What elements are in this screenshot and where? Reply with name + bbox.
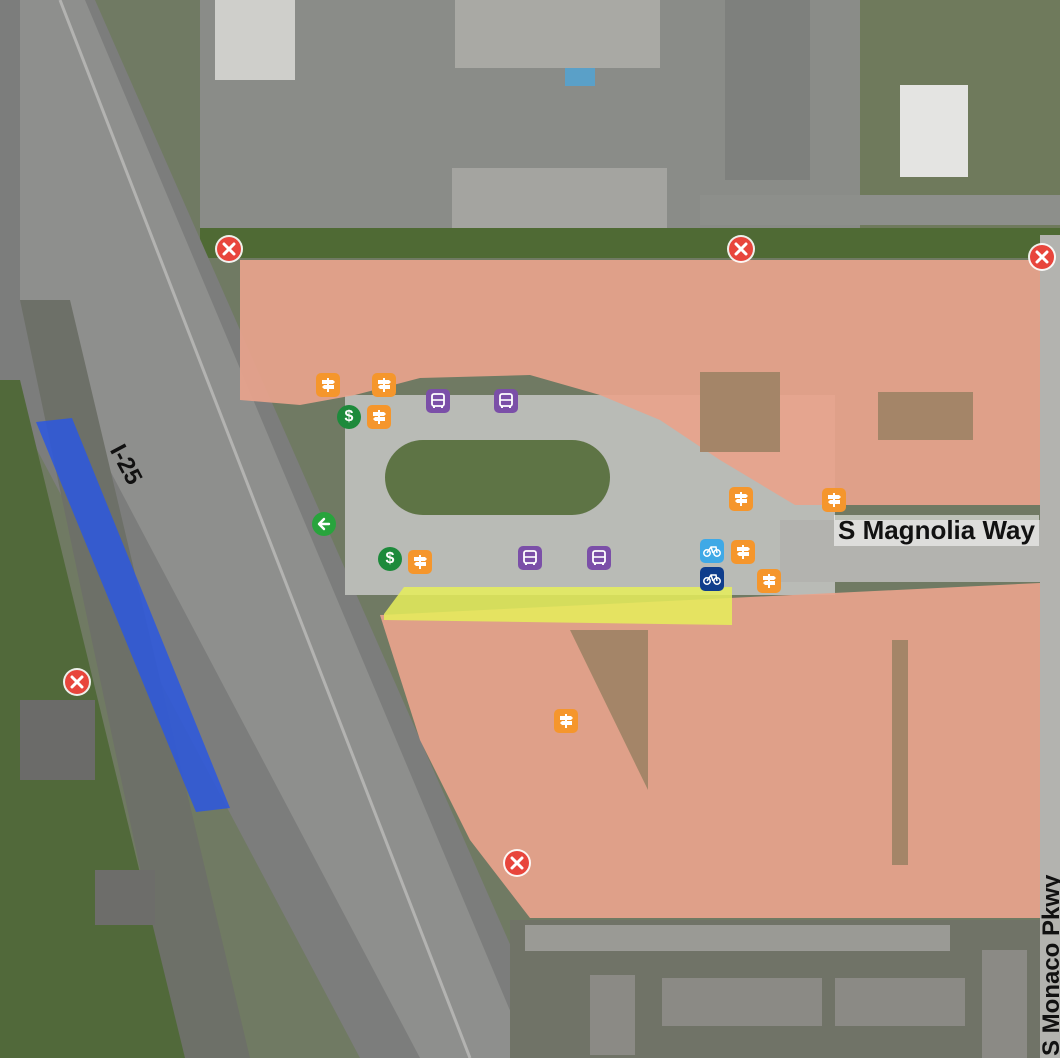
fare-machine-marker[interactable]: $	[378, 547, 402, 571]
x-icon	[1035, 250, 1049, 264]
bus-stop-marker[interactable]	[587, 546, 611, 570]
bus-stop-marker[interactable]	[494, 389, 518, 413]
wayfinding-sign-marker[interactable]	[822, 488, 846, 512]
signpost-icon	[737, 545, 750, 559]
dollar-icon: $	[385, 550, 395, 567]
signpost-icon	[414, 555, 427, 569]
arrow-left-icon	[317, 517, 331, 531]
bus-icon	[523, 550, 537, 565]
signpost-icon	[322, 378, 335, 392]
fare-machine-marker[interactable]: $	[337, 405, 361, 429]
bus-icon	[592, 550, 606, 565]
x-icon	[222, 242, 236, 256]
bus-stop-marker[interactable]	[518, 546, 542, 570]
signpost-icon	[735, 492, 748, 506]
closed-marker[interactable]	[729, 237, 753, 261]
closed-marker[interactable]	[65, 670, 89, 694]
closed-marker[interactable]	[217, 237, 241, 261]
bus-icon	[431, 393, 445, 408]
wayfinding-sign-marker[interactable]	[367, 405, 391, 429]
wayfinding-sign-marker[interactable]	[757, 569, 781, 593]
entry-arrow-marker[interactable]	[312, 512, 336, 536]
wayfinding-sign-marker[interactable]	[316, 373, 340, 397]
closed-marker[interactable]	[505, 851, 529, 875]
signpost-icon	[560, 714, 573, 728]
bus-icon	[499, 393, 513, 408]
x-icon	[734, 242, 748, 256]
bike-rack-marker[interactable]	[700, 539, 724, 563]
signpost-icon	[373, 410, 386, 424]
closed-marker[interactable]	[1030, 245, 1054, 269]
wayfinding-sign-marker[interactable]	[408, 550, 432, 574]
signpost-icon	[763, 574, 776, 588]
bicycle-icon	[703, 546, 721, 557]
wayfinding-sign-marker[interactable]	[731, 540, 755, 564]
x-icon	[510, 856, 524, 870]
street-label-monaco: S Monaco Pkwy	[1038, 874, 1060, 1056]
bicycle-icon	[703, 574, 721, 585]
bus-stop-marker[interactable]	[426, 389, 450, 413]
signpost-icon	[828, 493, 841, 507]
wayfinding-sign-marker[interactable]	[554, 709, 578, 733]
street-label-magnolia: S Magnolia Way	[834, 515, 1039, 546]
wayfinding-sign-marker[interactable]	[729, 487, 753, 511]
signpost-icon	[378, 378, 391, 392]
wayfinding-sign-marker[interactable]	[372, 373, 396, 397]
dollar-icon: $	[344, 408, 354, 425]
x-icon	[70, 675, 84, 689]
bike-locker-marker[interactable]	[700, 567, 724, 591]
